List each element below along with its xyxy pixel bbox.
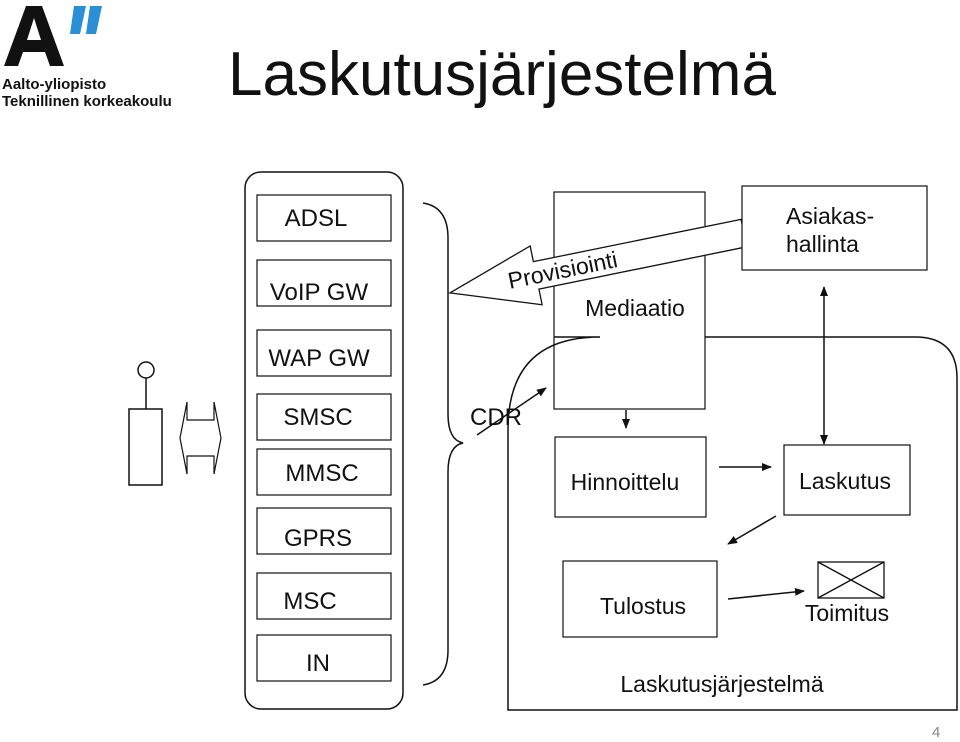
logo-line-1: Aalto-yliopisto	[2, 76, 107, 93]
billing-box	[783, 444, 911, 516]
network-element-box-adsl	[256, 194, 392, 242]
billing-to-printing-arrow	[727, 515, 777, 545]
delivery-label: Toimitus	[805, 600, 889, 626]
network-elements-panel	[244, 171, 404, 710]
network-element-box-gprs	[256, 507, 392, 555]
network-element-box-msc	[256, 572, 392, 620]
network-element-label-adsl: ADSL	[285, 205, 348, 232]
network-element-box-in	[256, 634, 392, 682]
customer-management-label-2: hallinta	[786, 231, 859, 257]
billing-label: Laskutus	[799, 468, 891, 494]
network-element-box-smsc	[256, 393, 392, 441]
network-element-box-wap-gw	[256, 329, 392, 377]
envelope-icon	[817, 561, 885, 599]
network-element-list: ADSL VoIP GW WAP GW SMSC MMSC GPRS MSC I…	[256, 194, 392, 682]
customer-management-label-1: Asiakas-	[786, 203, 874, 229]
page-title: Laskutusjärjestelmä	[228, 40, 776, 109]
mediation-box	[553, 191, 706, 410]
curly-brace	[422, 202, 464, 686]
network-element-box-mmsc	[256, 448, 392, 496]
cdr-arrow	[476, 387, 547, 436]
printing-to-delivery-arrow	[727, 587, 805, 600]
network-element-box-voip-gw	[256, 259, 392, 307]
network-element-label-in: IN	[306, 650, 330, 677]
mediation-label: Mediaatio	[585, 295, 685, 321]
pricing-box	[554, 436, 707, 518]
network-element-label-smsc: SMSC	[283, 404, 352, 431]
radio-link-double-arrow-icon	[179, 401, 222, 475]
printing-box	[562, 560, 718, 638]
logo-line-2: Teknillinen korkeakoulu	[2, 93, 172, 110]
customer-management-box	[741, 185, 928, 271]
page-number: 4	[932, 724, 941, 741]
network-element-label-gprs: GPRS	[284, 525, 352, 552]
network-element-label-msc: MSC	[283, 588, 336, 615]
network-element-label-mmsc: MMSC	[285, 460, 358, 487]
pricing-label: Hinnoittelu	[571, 469, 680, 495]
billing-system-label: Laskutusjärjestelmä	[620, 671, 823, 697]
cdr-label: CDR	[470, 404, 522, 431]
billing-system-region	[507, 336, 958, 711]
printing-label: Tulostus	[600, 593, 686, 619]
network-element-label-voip-gw: VoIP GW	[270, 279, 369, 306]
mobile-phone-icon	[128, 361, 163, 486]
network-element-label-wap-gw: WAP GW	[268, 345, 370, 372]
aalto-logo-mark	[4, 6, 102, 66]
